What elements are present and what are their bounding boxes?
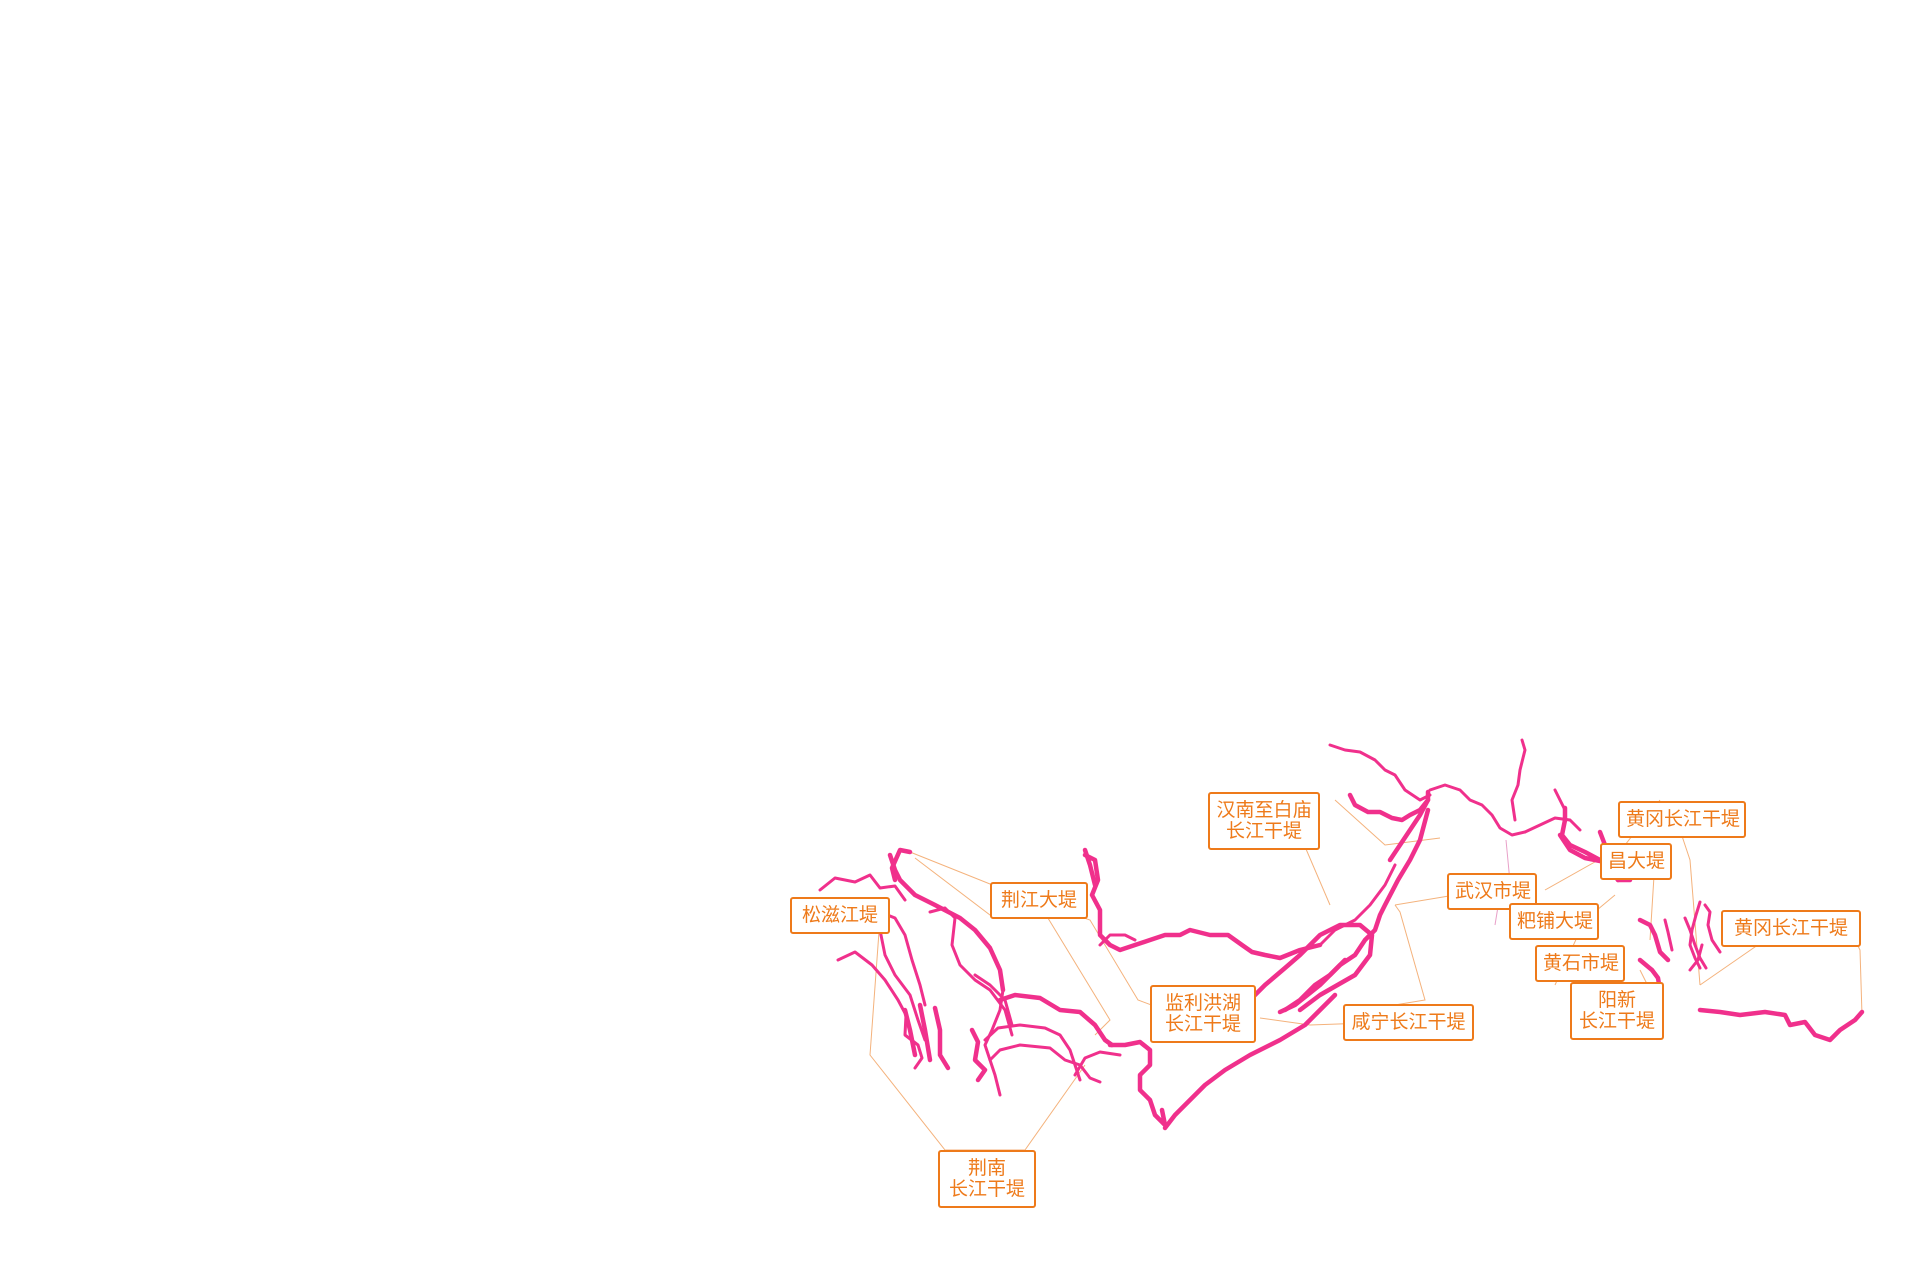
label-line: 松滋江堤 (801, 904, 878, 926)
label-line: 昌大堤 (1608, 850, 1666, 872)
levee-line (1703, 903, 1722, 954)
leader-line (1854, 939, 1863, 1016)
label-huangshi-levee[interactable]: 黄石市堤 (1535, 945, 1625, 982)
levee-line (1237, 922, 1375, 1013)
label-line: 汉南至白庙 (1216, 799, 1312, 821)
label-line: 长江干堤 (948, 1178, 1025, 1200)
levee-line (917, 1002, 933, 1063)
levee-line (1073, 1050, 1122, 1077)
label-line: 荆江大堤 (1000, 889, 1077, 911)
levee-line (1510, 738, 1527, 822)
levee-line (1318, 863, 1397, 947)
levee-line (1107, 1039, 1168, 1128)
label-huanggang-levee-right[interactable]: 黄冈长江干堤 (1721, 910, 1861, 947)
label-jingjiang-levee[interactable]: 荆江大堤 (990, 882, 1088, 919)
label-line: 粑铺大堤 (1517, 910, 1594, 932)
label-line: 长江干堤 (1578, 1010, 1655, 1032)
levee-line (902, 1007, 918, 1058)
levee-lines (818, 738, 1865, 1131)
label-hannan-baimiao-levee[interactable]: 汉南至白庙 长江干堤 (1208, 792, 1320, 850)
levee-line (1637, 917, 1671, 963)
label-line: 武汉市堤 (1455, 880, 1532, 902)
levee-line (878, 910, 927, 1007)
label-bapu-levee[interactable]: 粑铺大堤 (1509, 903, 1599, 940)
levee-line (1557, 832, 1608, 865)
levee-line (988, 1043, 1102, 1084)
label-line: 长江干堤 (1225, 820, 1302, 842)
levee-line (1428, 783, 1527, 837)
levee-line (997, 992, 1115, 1048)
levee-line (1282, 957, 1348, 1013)
label-line: 监利洪湖 (1164, 992, 1241, 1014)
leader-line (1394, 904, 1426, 1006)
levee-line (818, 873, 907, 902)
levee-line (1277, 807, 1431, 1015)
label-changda-levee[interactable]: 昌大堤 (1600, 843, 1672, 880)
levee-line (1697, 1007, 1865, 1043)
label-huanggang-levee-upper[interactable]: 黄冈长江干堤 (1618, 801, 1746, 838)
levee-line (889, 847, 913, 883)
label-line: 黄冈长江干堤 (1626, 808, 1741, 830)
leader-lines (869, 799, 1863, 1151)
levee-line (1523, 816, 1582, 834)
label-jianli-honghu-levee[interactable]: 监利洪湖 长江干堤 (1150, 985, 1256, 1043)
levee-line (1688, 943, 1704, 972)
levee-line (1663, 918, 1674, 952)
leader-line (869, 917, 1086, 1151)
levee-line (1162, 992, 1338, 1131)
label-wuhan-levee[interactable]: 武汉市堤 (1447, 873, 1537, 910)
levee-line (1683, 916, 1708, 970)
leader-line (1394, 894, 1456, 906)
label-line: 阳新 (1597, 989, 1636, 1011)
label-line: 黄冈长江干堤 (1733, 917, 1848, 939)
levee-line (1328, 743, 1432, 802)
levee-line (836, 950, 924, 1070)
levee-line (1387, 797, 1431, 863)
label-jingnan-levee[interactable]: 荆南 长江干堤 (938, 1150, 1036, 1208)
levee-line (932, 1005, 951, 1071)
levee-line (1688, 900, 1702, 970)
label-line: 荆南 (967, 1157, 1006, 1179)
leader-line (1699, 939, 1766, 986)
levee-line (973, 973, 1014, 1027)
label-xianning-levee[interactable]: 咸宁长江干堤 (1343, 1004, 1474, 1041)
label-line: 长江干堤 (1164, 1013, 1241, 1035)
levee-line (983, 988, 1005, 1097)
levee-line (1098, 933, 1137, 947)
levee-line (887, 852, 1006, 993)
levee-line (1082, 852, 1323, 961)
levee-line (969, 1027, 988, 1083)
label-songzi-levee[interactable]: 松滋江堤 (790, 897, 890, 934)
leader-line (1679, 829, 1701, 986)
label-yangxin-levee[interactable]: 阳新 长江干堤 (1570, 982, 1664, 1040)
levee-line (1082, 847, 1098, 888)
label-line: 黄石市堤 (1543, 952, 1620, 974)
label-line: 咸宁长江干堤 (1351, 1011, 1466, 1033)
